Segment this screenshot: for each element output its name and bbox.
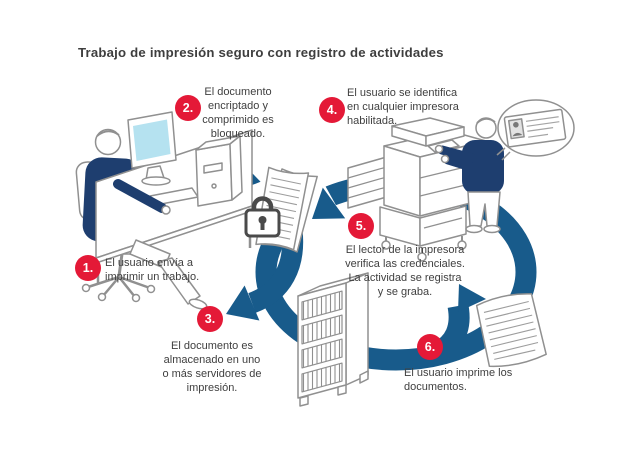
step-5-text: El lector de la impresora verifica las c… xyxy=(345,244,465,298)
id-card-callout-icon xyxy=(496,99,575,161)
step-2-text: El documento encriptado y comprimido es … xyxy=(202,86,274,140)
step-1-badge: 1. xyxy=(75,255,101,281)
user-at-computer-icon xyxy=(75,111,253,310)
print-server-rack-icon xyxy=(297,272,369,407)
multifunction-printer-icon xyxy=(347,99,575,262)
padlock-icon xyxy=(244,196,281,238)
step-5-badge: 5. xyxy=(348,213,374,239)
step-6-text: El usuario imprime los documentos. xyxy=(404,367,513,393)
step-4-text: El usuario se identifica en cualquier im… xyxy=(347,87,459,127)
encrypted-document-icon xyxy=(244,166,318,253)
printed-document-icon xyxy=(475,293,547,368)
step-1-text: El usuario envía a imprimir un trabajo. xyxy=(105,257,200,283)
step-6-badge: 6. xyxy=(417,334,443,360)
step-3-badge: 3. xyxy=(197,306,223,332)
step-2-badge: 2. xyxy=(175,95,201,121)
step-3-text: El documento es almacenado en uno o más … xyxy=(162,340,262,394)
page-title: Trabajo de impresión seguro con registro… xyxy=(78,45,444,60)
user-at-printer-icon xyxy=(434,117,504,234)
step-4-badge: 4. xyxy=(319,97,345,123)
